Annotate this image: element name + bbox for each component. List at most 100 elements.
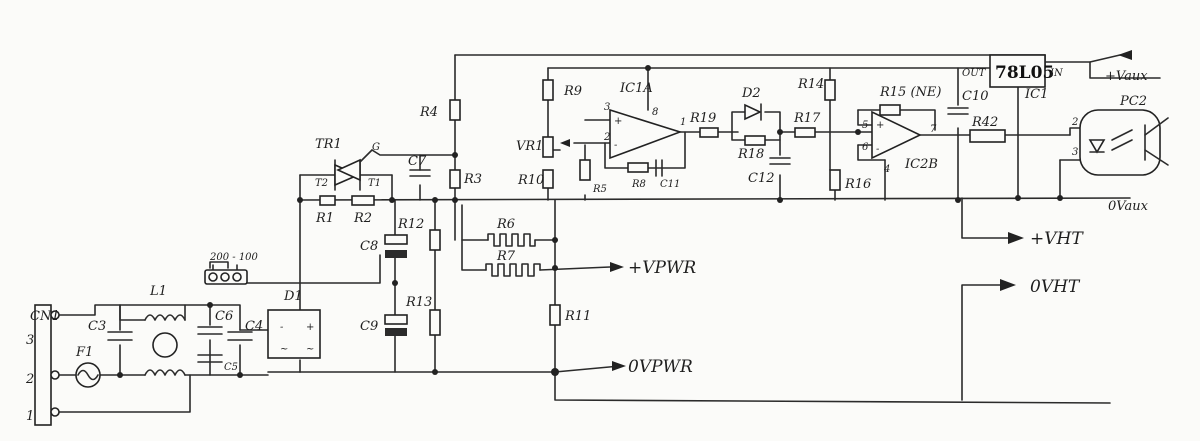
label-r8: R8	[631, 179, 646, 190]
resistor-r15	[879, 104, 901, 116]
label-r17: R17	[793, 111, 821, 126]
pin-ic2b-4: 4	[883, 164, 890, 175]
resistor-r1	[319, 195, 336, 206]
label-r14: R14	[797, 77, 824, 92]
arrow-vht	[1008, 232, 1024, 244]
label-r5: R5	[592, 184, 607, 195]
resistor-r10	[542, 169, 554, 189]
resistor-vr1	[542, 136, 554, 158]
capacitor-c9	[384, 314, 408, 336]
label-ic1a: IC1A	[619, 81, 653, 96]
resistor-r2	[351, 195, 375, 206]
resistor-r6	[487, 233, 536, 247]
rect-sign-plus: +	[306, 322, 314, 333]
label-c5: C5	[224, 362, 238, 373]
rail-vpwr-zero: 0VPWR	[628, 357, 693, 377]
label-vr1: VR1	[516, 139, 543, 154]
label-c3: C3	[88, 319, 106, 334]
label-c11: C11	[660, 179, 680, 190]
arrow-0vht	[1000, 279, 1016, 291]
arrow-vpwr	[610, 262, 624, 272]
arrow-0vpwr	[612, 361, 626, 371]
label-cn1-pin3: 3	[26, 333, 34, 348]
resistor-r4	[449, 99, 461, 121]
resistor-r8	[627, 162, 649, 173]
labels: CN1 3 2 1 F1 C3 L1 C6 C4 C5 200 - 100 D1…	[25, 63, 1149, 424]
label-tr1: TR1	[315, 137, 342, 152]
label-tr1-t1: T1	[368, 178, 381, 189]
label-c4: C4	[245, 319, 263, 334]
label-f1: F1	[75, 345, 93, 360]
regulator-78l05	[989, 54, 1046, 88]
capacitor-c6	[197, 326, 223, 335]
label-jumper: 200 - 100	[209, 252, 259, 263]
jumper-block	[204, 261, 248, 285]
arrow-vaux	[1118, 50, 1132, 60]
label-cn1-pin2: 2	[25, 372, 34, 387]
label-ic2b: IC2B	[904, 157, 938, 172]
label-r9: R9	[563, 84, 582, 99]
label-reg-in: IN	[1049, 68, 1064, 79]
resistor-r9	[542, 79, 554, 101]
label-r7: R7	[496, 249, 516, 264]
resistor-r18	[744, 135, 766, 146]
resistor-r14	[824, 79, 836, 101]
label-r18: R18	[737, 147, 764, 162]
resistor-r12	[429, 229, 441, 251]
resistor-r42	[969, 129, 1006, 143]
inductor-l1	[119, 304, 186, 376]
rect-sign-minus: -	[280, 322, 284, 333]
label-tr1-g: G	[372, 142, 380, 153]
resistor-r3	[449, 169, 461, 189]
optocoupler-pc2	[1079, 109, 1169, 176]
opamp-ic2b	[871, 110, 922, 160]
label-c10: C10	[962, 89, 989, 104]
capacitor-c10	[947, 107, 969, 115]
resistor-r17	[794, 127, 816, 138]
label-cn1: CN1	[30, 309, 60, 324]
ic1a-minus: -	[614, 140, 618, 151]
label-r16: R16	[844, 177, 871, 192]
connector-cn1	[34, 304, 60, 426]
fuse-f1	[75, 362, 101, 388]
label-ic1: IC1	[1024, 87, 1048, 102]
rail-vaux-zero: 0Vaux	[1108, 199, 1149, 214]
label-reg-out: OUT	[962, 68, 987, 79]
capacitor-c7	[409, 169, 431, 177]
pin-ic1a-2: 2	[603, 132, 610, 143]
opamp-ic1a	[609, 108, 683, 160]
label-r12: R12	[397, 217, 424, 232]
label-reg-part: 78L05	[995, 63, 1054, 83]
pin-ic1a-8: 8	[652, 107, 658, 118]
capacitor-c4	[227, 331, 253, 341]
resistor-r13	[429, 309, 441, 336]
resistors	[319, 79, 1006, 336]
label-c8: C8	[360, 239, 378, 254]
label-c12: C12	[748, 171, 775, 186]
label-tr1-t2: T2	[315, 178, 328, 189]
rail-vaux-pos: +Vaux	[1105, 69, 1148, 84]
pin-pc2-3: 3	[1072, 147, 1078, 158]
resistor-r5	[579, 159, 591, 181]
pin-ic2b-5: 5	[862, 120, 868, 131]
label-r1: R1	[315, 211, 334, 226]
bridge-rectifier-d1	[267, 309, 321, 359]
pin-ic2b-6: 6	[862, 142, 869, 153]
label-r6: R6	[496, 217, 515, 232]
pin-ic2b-7: 7	[930, 124, 937, 135]
rail-arrows	[610, 50, 1132, 371]
rect-sign-tilde-a: ~	[280, 344, 288, 355]
rect-sign-tilde-b: ~	[306, 344, 314, 355]
label-r11: R11	[564, 309, 591, 324]
capacitors	[107, 107, 969, 363]
ic2b-minus: -	[876, 144, 880, 155]
resistor-r7	[485, 263, 541, 277]
rail-vht-pos: +VHT	[1030, 229, 1084, 249]
label-l1: L1	[149, 284, 167, 299]
rail-vht-zero: 0VHT	[1030, 277, 1081, 297]
triac-tr1	[334, 149, 373, 191]
label-r4: R4	[419, 105, 438, 120]
pin-pc2-2: 2	[1071, 117, 1078, 128]
label-pc2: PC2	[1119, 94, 1147, 109]
